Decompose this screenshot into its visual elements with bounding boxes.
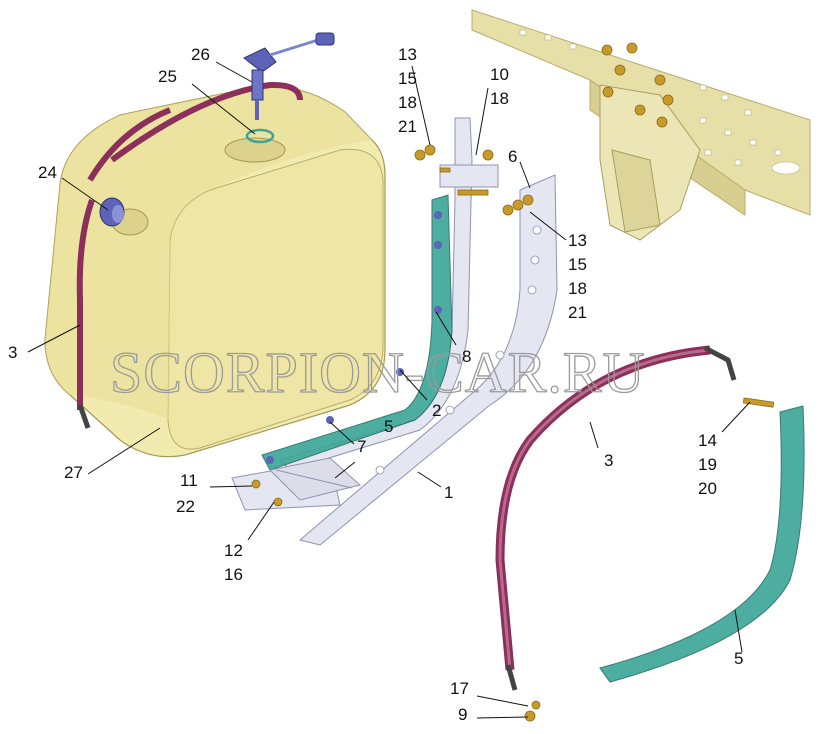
callout-9: 9 bbox=[458, 705, 467, 724]
fasteners bbox=[251, 144, 775, 722]
tank-strap-right bbox=[495, 345, 737, 691]
callout-12: 12 bbox=[224, 541, 243, 560]
callout-3-tank: 3 bbox=[8, 343, 17, 362]
callout-16: 16 bbox=[224, 565, 243, 584]
callout-22: 22 bbox=[176, 497, 195, 516]
frame-rail bbox=[471, 9, 811, 241]
callout-18-mid: 18 bbox=[568, 279, 587, 298]
callout-24: 24 bbox=[38, 163, 57, 182]
callout-25: 25 bbox=[158, 67, 177, 86]
callout-7: 7 bbox=[357, 437, 366, 456]
watermark: SCORPION-CAR.RU bbox=[110, 340, 646, 405]
callout-labels: 26 25 24 3 27 13 15 18 21 10 18 6 13 15 … bbox=[8, 45, 743, 724]
callout-27: 27 bbox=[64, 463, 83, 482]
fuel-tank bbox=[44, 85, 386, 458]
callout-8: 8 bbox=[462, 347, 471, 366]
callout-3-strap: 3 bbox=[604, 451, 613, 470]
callout-26: 26 bbox=[191, 45, 210, 64]
callout-2: 2 bbox=[432, 401, 441, 420]
gasket-ring bbox=[245, 128, 275, 144]
callout-18-right: 18 bbox=[490, 89, 509, 108]
callout-11: 11 bbox=[180, 471, 198, 490]
callout-17: 17 bbox=[450, 679, 469, 698]
callout-13-top: 13 bbox=[398, 45, 417, 64]
callout-15-top: 15 bbox=[398, 69, 417, 88]
callout-19: 19 bbox=[698, 455, 717, 474]
callout-13-mid: 13 bbox=[568, 231, 587, 250]
callout-5-left: 5 bbox=[384, 417, 393, 436]
leader-lines bbox=[27, 61, 751, 719]
callout-1: 1 bbox=[444, 483, 453, 502]
callout-21-top: 21 bbox=[398, 117, 417, 136]
callout-15-mid: 15 bbox=[568, 255, 587, 274]
strap-gasket-right bbox=[599, 405, 805, 683]
tank-strap-left bbox=[76, 81, 303, 429]
bracket-2 bbox=[261, 117, 499, 471]
callout-14: 14 bbox=[698, 431, 717, 450]
crossmember-7 bbox=[268, 457, 362, 501]
filler-cap bbox=[99, 197, 125, 227]
callout-18-top: 18 bbox=[398, 93, 417, 112]
fuel-level-sensor bbox=[243, 32, 335, 120]
callout-21-mid: 21 bbox=[568, 303, 587, 322]
callout-10: 10 bbox=[490, 65, 509, 84]
callout-20: 20 bbox=[698, 479, 717, 498]
callout-5-right: 5 bbox=[734, 649, 743, 668]
callout-6: 6 bbox=[508, 147, 517, 166]
